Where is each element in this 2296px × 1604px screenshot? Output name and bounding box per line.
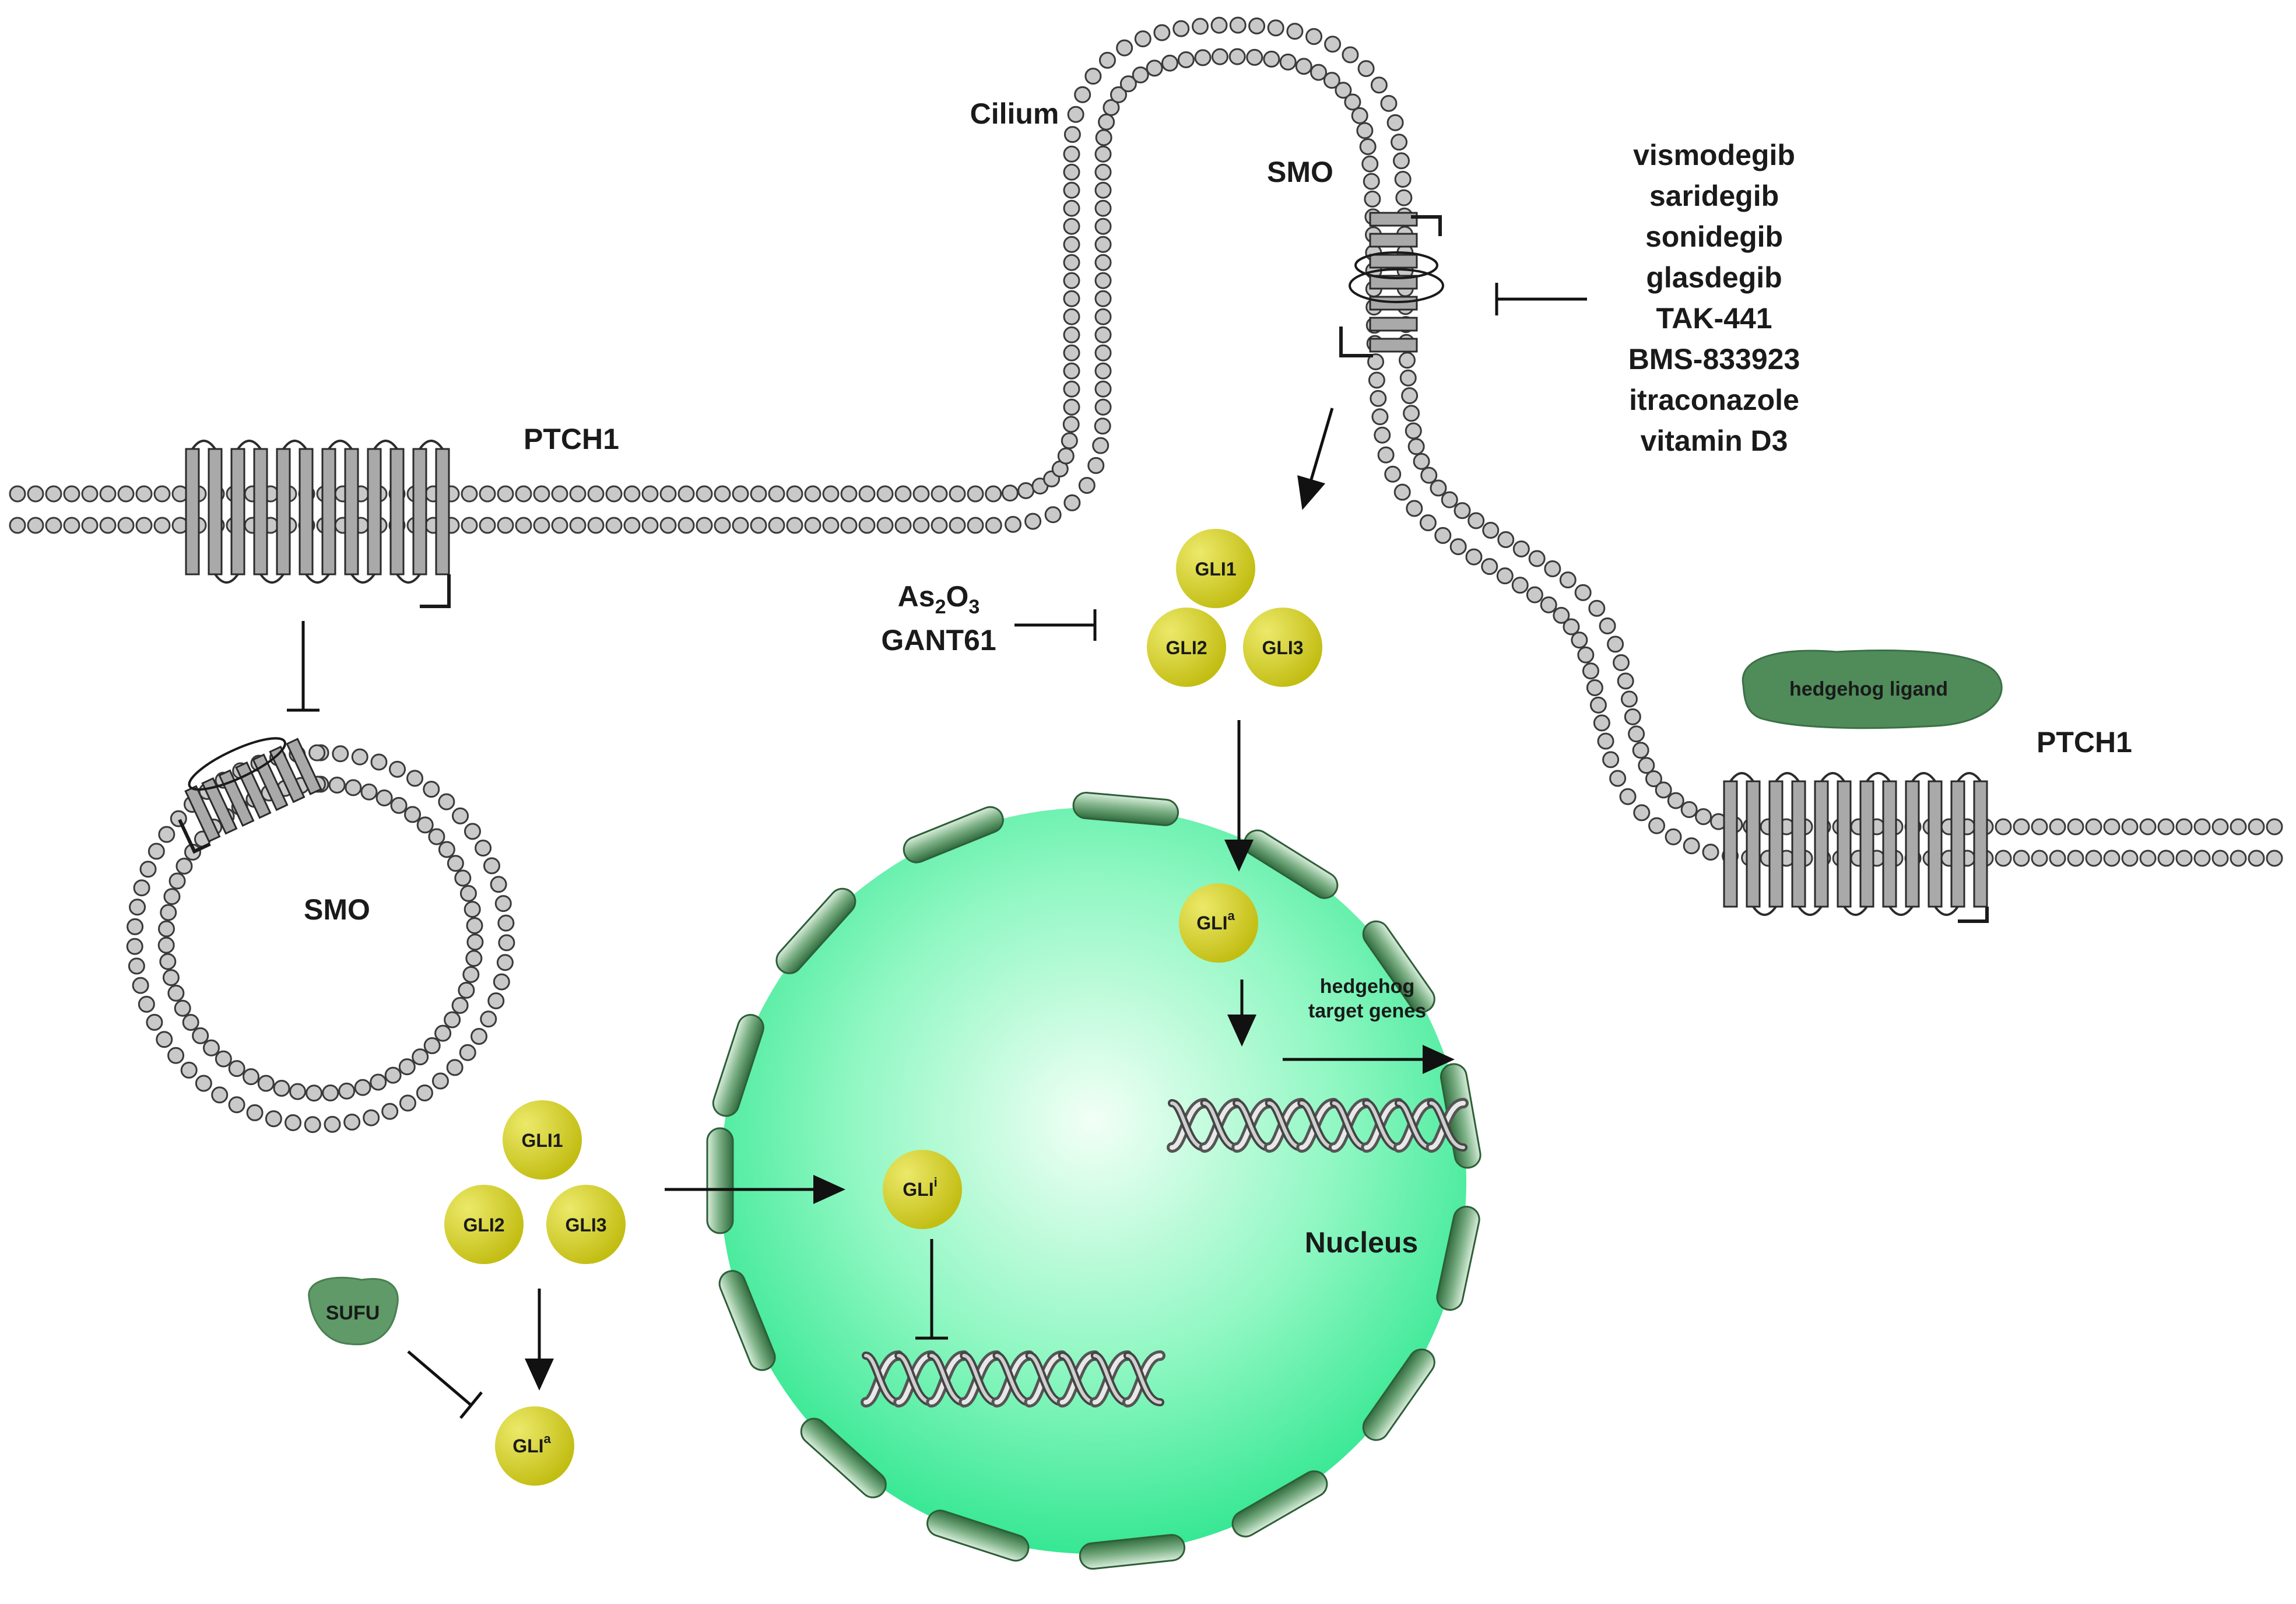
smo-inhibitor-1: saridegib [1649, 180, 1779, 212]
gli-inactive: GLIi [883, 1150, 962, 1229]
gli-active-nuclear-sup: a [1228, 908, 1235, 923]
smo-inhibitor-5: BMS-833923 [1628, 343, 1800, 375]
ptch1-left [185, 440, 451, 608]
gli-active-bottom: GLIa [495, 1406, 574, 1486]
gli2-bottom: GLI2 [444, 1185, 524, 1264]
sufu-inhibition-bar [459, 1391, 483, 1419]
gli3-bottom-label: GLI3 [565, 1215, 606, 1236]
sufu-inhibition-line [407, 1350, 472, 1406]
nuclear-pore-9 [1231, 1470, 1328, 1538]
gli1-bottom-label: GLI1 [521, 1130, 563, 1151]
dna-helix-target [1167, 1098, 1469, 1153]
receptors [178, 212, 1989, 923]
smo-to-gli-arrow [1297, 408, 1334, 510]
nuclear-pore-5 [1362, 920, 1435, 1013]
gli1-top: GLI1 [1176, 529, 1255, 608]
nuclear-pore-4 [1243, 829, 1339, 899]
ptch1-right-label: PTCH1 [2037, 726, 2132, 759]
nuclear-pore-12 [800, 1417, 887, 1498]
as2o3-sub1: 2 [935, 596, 946, 618]
gli-inhibitor-list: As2O3 GANT61 [881, 580, 996, 657]
nuclear-pore-0 [712, 1014, 764, 1117]
nuclear-pore-3 [1072, 792, 1179, 826]
nucleus-label: Nucleus [1305, 1226, 1419, 1259]
hedgehog-ligand-label: hedgehog ligand [1789, 678, 1948, 700]
gli-inactive-label: GLIi [903, 1175, 937, 1200]
gli-complex-bottom: GLI1 GLI2 GLI3 [444, 1100, 626, 1264]
target-genes-line2: target genes [1308, 1000, 1426, 1022]
vesicle-membrane [126, 744, 515, 1133]
nuclear-pore-1 [775, 887, 856, 974]
gli-inactive-sup: i [934, 1175, 938, 1189]
ptch1-left-label: PTCH1 [524, 423, 619, 455]
gli2-bottom-label: GLI2 [463, 1215, 504, 1236]
smo-inhibitor-7: vitamin D3 [1641, 424, 1788, 457]
smo-top-label: SMO [1267, 156, 1333, 188]
nuclear-pores [706, 792, 1481, 1570]
gli3-top: GLI3 [1243, 608, 1322, 687]
nucleus: Nucleus [706, 792, 1481, 1570]
gli-active-bottom-sup: a [544, 1431, 552, 1446]
gli2-top: GLI2 [1147, 608, 1226, 687]
gli1-bottom: GLI1 [503, 1100, 582, 1180]
gli-complex-top: GLI1 GLI2 GLI3 [1147, 529, 1322, 687]
sufu-label: SUFU [326, 1302, 380, 1324]
smo-inhibitor-6: itraconazole [1629, 384, 1799, 416]
cilium-membrane [9, 16, 2283, 867]
nuclear-pore-14 [706, 1127, 734, 1234]
gli3-top-label: GLI3 [1262, 637, 1303, 658]
nuclear-pore-8 [1362, 1348, 1435, 1441]
smo-inhibitor-0: vismodegib [1633, 139, 1795, 171]
nuclear-pore-11 [926, 1510, 1030, 1562]
nuclear-pore-10 [1079, 1533, 1186, 1570]
sufu: SUFU [308, 1276, 399, 1346]
pathway-connectors [287, 283, 1587, 1419]
as2o3-base: As [898, 580, 935, 613]
gli3-bottom: GLI3 [546, 1185, 626, 1264]
smo-receptor-top [1339, 212, 1444, 357]
smo-inhibitor-list: vismodegib saridegib sonidegib glasdegibTAK… [1628, 139, 1800, 457]
smo-inhibitor-3: glasdegib [1646, 261, 1782, 294]
gli1-top-label: GLI1 [1195, 559, 1236, 580]
gli-active-nuclear-label: GLIa [1196, 908, 1235, 933]
smo-vesicle-label: SMO [304, 893, 370, 926]
gant61-label: GANT61 [881, 624, 996, 657]
smo-receptor-vesicle [178, 737, 322, 854]
as2o3-sub2: 3 [968, 596, 980, 618]
gli-active-nuclear-base: GLI [1196, 912, 1227, 933]
target-genes-line1: hedgehog [1320, 975, 1414, 998]
smo-inhibitor-2: sonidegib [1645, 220, 1783, 253]
nuclear-pore-13 [718, 1270, 776, 1371]
gli-active-nuclear: GLIa [1179, 883, 1258, 963]
gli-active-bottom-base: GLI [512, 1435, 543, 1456]
dna-helix-repressed [861, 1350, 1165, 1408]
as2o3-mid: O [946, 580, 969, 613]
ptch1-right [1723, 772, 1989, 923]
gli-inactive-base: GLI [903, 1179, 933, 1200]
nuclear-pore-2 [903, 806, 1004, 864]
cilium-label: Cilium [970, 97, 1059, 130]
nuclear-pore-7 [1436, 1206, 1480, 1311]
smo-inhibitor-4: TAK-441 [1656, 302, 1772, 335]
hedgehog-ligand: hedgehog ligand [1742, 650, 2003, 729]
as2o3-label: As2O3 [898, 580, 980, 618]
gli-active-bottom-label: GLIa [512, 1431, 551, 1456]
gli2-top-label: GLI2 [1165, 637, 1207, 658]
